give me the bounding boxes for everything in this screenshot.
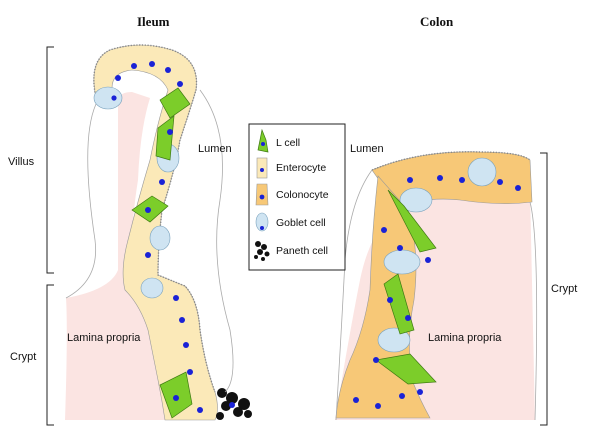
ileum-outline xyxy=(65,89,234,393)
ileum-brush-border xyxy=(93,44,216,393)
goblet-cell-icon xyxy=(255,212,269,232)
colon-goblet-cells xyxy=(377,157,497,353)
colon-brush-border xyxy=(371,151,531,171)
l-cell-icon xyxy=(257,128,269,153)
legend-label: L cell xyxy=(276,137,300,149)
lamina-propria-label-left: Lamina propria xyxy=(67,332,141,344)
lumen-label-right: Lumen xyxy=(350,143,384,155)
legend-item-paneth-cell: Paneth cell xyxy=(254,241,328,261)
crypt-bracket-right xyxy=(540,152,548,426)
legend-label: Colonocyte xyxy=(276,189,329,201)
legend-item-enterocyte: Enterocyte xyxy=(256,157,326,179)
villus-label: Villus xyxy=(8,156,35,168)
legend-label: Goblet cell xyxy=(276,217,326,229)
villus-bracket xyxy=(46,46,54,274)
legend-item-l-cell: L cell xyxy=(257,128,300,153)
ileum-nuclei xyxy=(111,61,235,413)
colonocyte-icon xyxy=(255,183,269,206)
paneth-cell-icon xyxy=(254,241,270,261)
crypt-bracket-left xyxy=(46,284,54,426)
crypt-label-left: Crypt xyxy=(10,351,36,363)
crypt-label-right: Crypt xyxy=(551,283,577,295)
colon-panel xyxy=(335,151,538,421)
legend: L cell Enterocyte Colonocyte Goblet cell… xyxy=(248,123,346,271)
ileum-title: Ileum xyxy=(137,14,170,29)
lumen-label-left: Lumen xyxy=(198,143,232,155)
legend-label: Enterocyte xyxy=(276,162,326,174)
lamina-propria-label-right: Lamina propria xyxy=(428,332,502,344)
ileum-paneth-cells xyxy=(216,388,252,420)
legend-label: Paneth cell xyxy=(276,245,328,257)
colon-title: Colon xyxy=(420,14,454,29)
ileum-lamina-propria xyxy=(65,92,205,420)
colon-nuclei xyxy=(353,175,521,409)
ileum-panel xyxy=(65,44,252,421)
legend-item-colonocyte: Colonocyte xyxy=(255,183,329,206)
legend-item-goblet-cell: Goblet cell xyxy=(255,212,326,232)
